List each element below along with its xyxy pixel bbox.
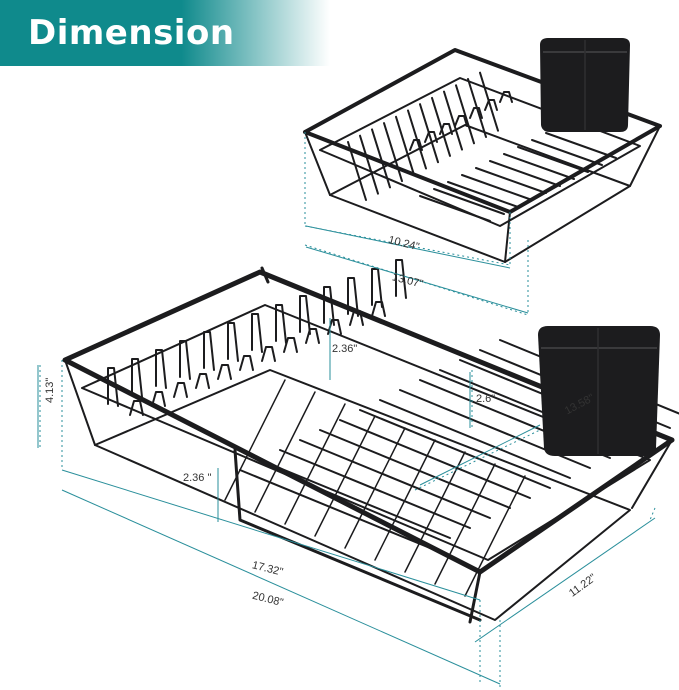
large-rack-plate-wire (251, 313, 263, 353)
small-rack-grid-wire (433, 188, 505, 215)
large-rack-plate-wire (323, 286, 335, 326)
large-rack-drain-tray (233, 448, 482, 622)
large-rack-extended-width-label: 20.08" (251, 590, 284, 609)
large-rack-grid-wire (359, 409, 551, 489)
dimension-line (474, 517, 656, 643)
small-rack-grid-wire (503, 153, 575, 180)
large-rack-height-label: 4.13" (44, 378, 56, 403)
small-rack-plate-wire (443, 90, 463, 151)
large-rack-cross-wire (224, 379, 286, 501)
large-rack-hook (173, 382, 188, 398)
large-rack-hook (239, 355, 254, 371)
large-rack-grid-wire (299, 439, 491, 519)
small-rack-hook (454, 115, 468, 127)
large-rack-handle (260, 266, 270, 284)
large-rack-base (94, 369, 631, 621)
large-rack-plate-wire (347, 277, 359, 317)
small-rack-hook (469, 107, 483, 119)
large-rack-grid-wire (379, 399, 571, 479)
large-rack-plate-wire (131, 358, 143, 398)
large-rack-side-height-label: 2.36 " (183, 472, 211, 484)
large-rack-grid-wire (339, 419, 531, 499)
large-rack-cross-wire (464, 475, 526, 597)
small-rack-plate-wire (395, 115, 415, 176)
large-rack-cross-wire (284, 403, 346, 525)
large-rack-cross-wire (254, 391, 316, 513)
dimension-guide (649, 507, 656, 521)
large-rack-cross-wire (404, 451, 466, 573)
large-rack-hook (151, 391, 166, 407)
small-rack-hook (424, 131, 438, 143)
large-rack-grid-wire (259, 459, 451, 539)
small-rack-hook (484, 99, 498, 111)
small-rack-plate-wire (431, 96, 451, 157)
large-rack-hook (261, 346, 276, 362)
large-rack-cross-wire (314, 415, 376, 537)
large-rack-hook (283, 337, 298, 353)
small-rack-grid-wire (461, 174, 533, 201)
large-rack-plate-wire (107, 367, 119, 407)
dimension-guide (414, 429, 541, 491)
small-rack-plate-wire (371, 128, 391, 189)
large-utensil-holder (538, 326, 660, 456)
large-rack-plate-wire (179, 340, 191, 380)
large-rack-plate-wire (155, 349, 167, 389)
large-rack-leg (64, 359, 96, 446)
large-rack-hook (217, 364, 232, 380)
small-rack-grid-wire (531, 139, 603, 166)
large-rack-hook (195, 373, 210, 389)
large-rack-plate-wire (203, 331, 215, 371)
small-rack-inner-frame (319, 77, 641, 227)
small-rack-hook (499, 91, 513, 103)
small-rack-width-label: 10.24" (387, 234, 420, 253)
large-rack-plate-wire (275, 304, 287, 344)
large-rack-hook (305, 328, 320, 344)
large-rack-cross-wire (344, 427, 406, 549)
large-rack-inner-height-label: 2.36" (332, 343, 357, 355)
small-rack-leg (304, 131, 331, 196)
small-rack-hook (409, 139, 423, 151)
small-rack-plate-wire (359, 134, 379, 195)
large-rack-hook (371, 301, 386, 317)
large-rack-plate-wire (299, 295, 311, 335)
title-banner: Dimension (0, 0, 330, 66)
large-rack-plate-wire (371, 268, 383, 308)
large-rack-plate-wire (395, 259, 407, 299)
dimension-line (305, 225, 511, 269)
dimension-line (305, 246, 529, 314)
small-rack-grid-wire (475, 167, 547, 194)
small-rack-grid-wire (419, 195, 491, 222)
small-rack-grid-wire (489, 160, 561, 187)
small-rack-grid-wire (447, 181, 519, 208)
small-rack-hook (439, 123, 453, 135)
banner-title: Dimension (28, 13, 235, 53)
small-rack-plate-wire (347, 141, 367, 201)
holder-height-label: 2.6" (476, 393, 495, 405)
large-rack-plate-wire (227, 322, 239, 362)
small-rack-leg (504, 211, 511, 263)
small-rack-leg (629, 125, 661, 187)
large-rack-leg (631, 439, 673, 509)
large-rack-grid-wire (239, 469, 431, 549)
small-rack-grid-wire (545, 132, 617, 159)
dimension-line (61, 469, 481, 601)
small-utensil-holder (540, 38, 630, 132)
large-rack-hook (129, 400, 144, 416)
dimension-line (61, 489, 501, 685)
large-rack-cross-wire (434, 463, 496, 585)
large-rack-grid-wire (319, 429, 511, 509)
dimension-line (419, 424, 541, 486)
small-rack-plate-wire (383, 122, 403, 183)
small-rack-grid-wire (517, 146, 589, 173)
large-rack-leg (468, 570, 482, 624)
large-rack-hook (349, 310, 364, 326)
large-rack-cross-wire (374, 439, 436, 561)
small-rack-plate-wire (455, 84, 475, 145)
